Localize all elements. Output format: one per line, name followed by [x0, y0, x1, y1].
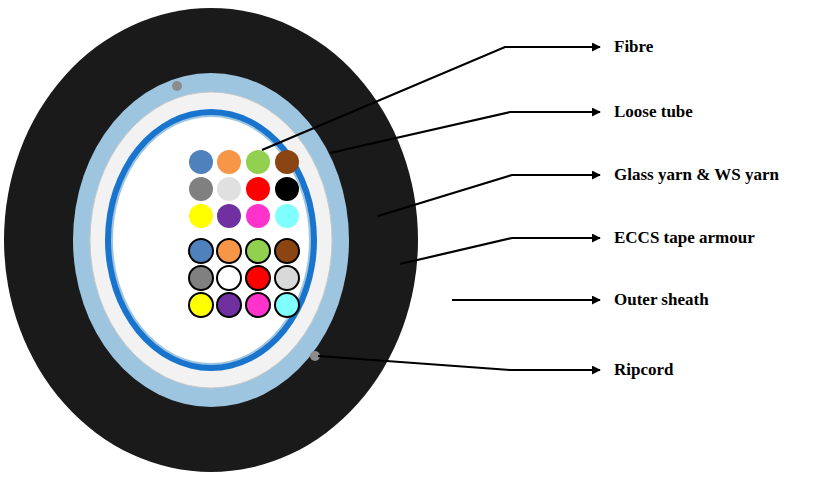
part-label: Fibre	[614, 37, 653, 57]
fibre	[217, 293, 241, 317]
fibre	[275, 239, 299, 263]
fibre	[275, 150, 299, 174]
leader-lines	[262, 47, 600, 370]
fibre	[246, 177, 270, 201]
leader-line	[378, 175, 600, 216]
fibre	[246, 150, 270, 174]
fibre	[246, 239, 270, 263]
fibre	[217, 266, 241, 290]
leader-line	[452, 299, 600, 301]
armour-ring	[73, 73, 349, 407]
leader-line	[330, 112, 600, 153]
tube-interior	[112, 116, 310, 364]
fibre	[246, 266, 270, 290]
leader-line	[400, 238, 600, 264]
fibre	[275, 177, 299, 201]
ripcord-dot	[172, 81, 182, 91]
fibre	[217, 177, 241, 201]
fibre	[189, 177, 213, 201]
fibre	[189, 266, 213, 290]
loose-tube	[105, 109, 317, 371]
part-label: Ripcord	[614, 360, 674, 380]
part-label: Glass yarn & WS yarn	[614, 165, 779, 185]
fibre	[246, 204, 270, 228]
fibre-group	[189, 150, 299, 317]
outer-sheath	[4, 8, 418, 472]
fibre	[189, 150, 213, 174]
fibre	[217, 150, 241, 174]
fibre	[189, 239, 213, 263]
fibre	[217, 204, 241, 228]
leader-line	[262, 47, 600, 150]
part-label: Loose tube	[614, 102, 693, 122]
part-label: Outer sheath	[614, 290, 709, 310]
fibre	[275, 204, 299, 228]
fibre	[275, 293, 299, 317]
fibre	[246, 293, 270, 317]
fibre	[217, 239, 241, 263]
fibre	[275, 266, 299, 290]
fibre	[189, 204, 213, 228]
part-label: ECCS tape armour	[614, 228, 755, 248]
leader-line	[318, 356, 600, 370]
fibre	[189, 293, 213, 317]
